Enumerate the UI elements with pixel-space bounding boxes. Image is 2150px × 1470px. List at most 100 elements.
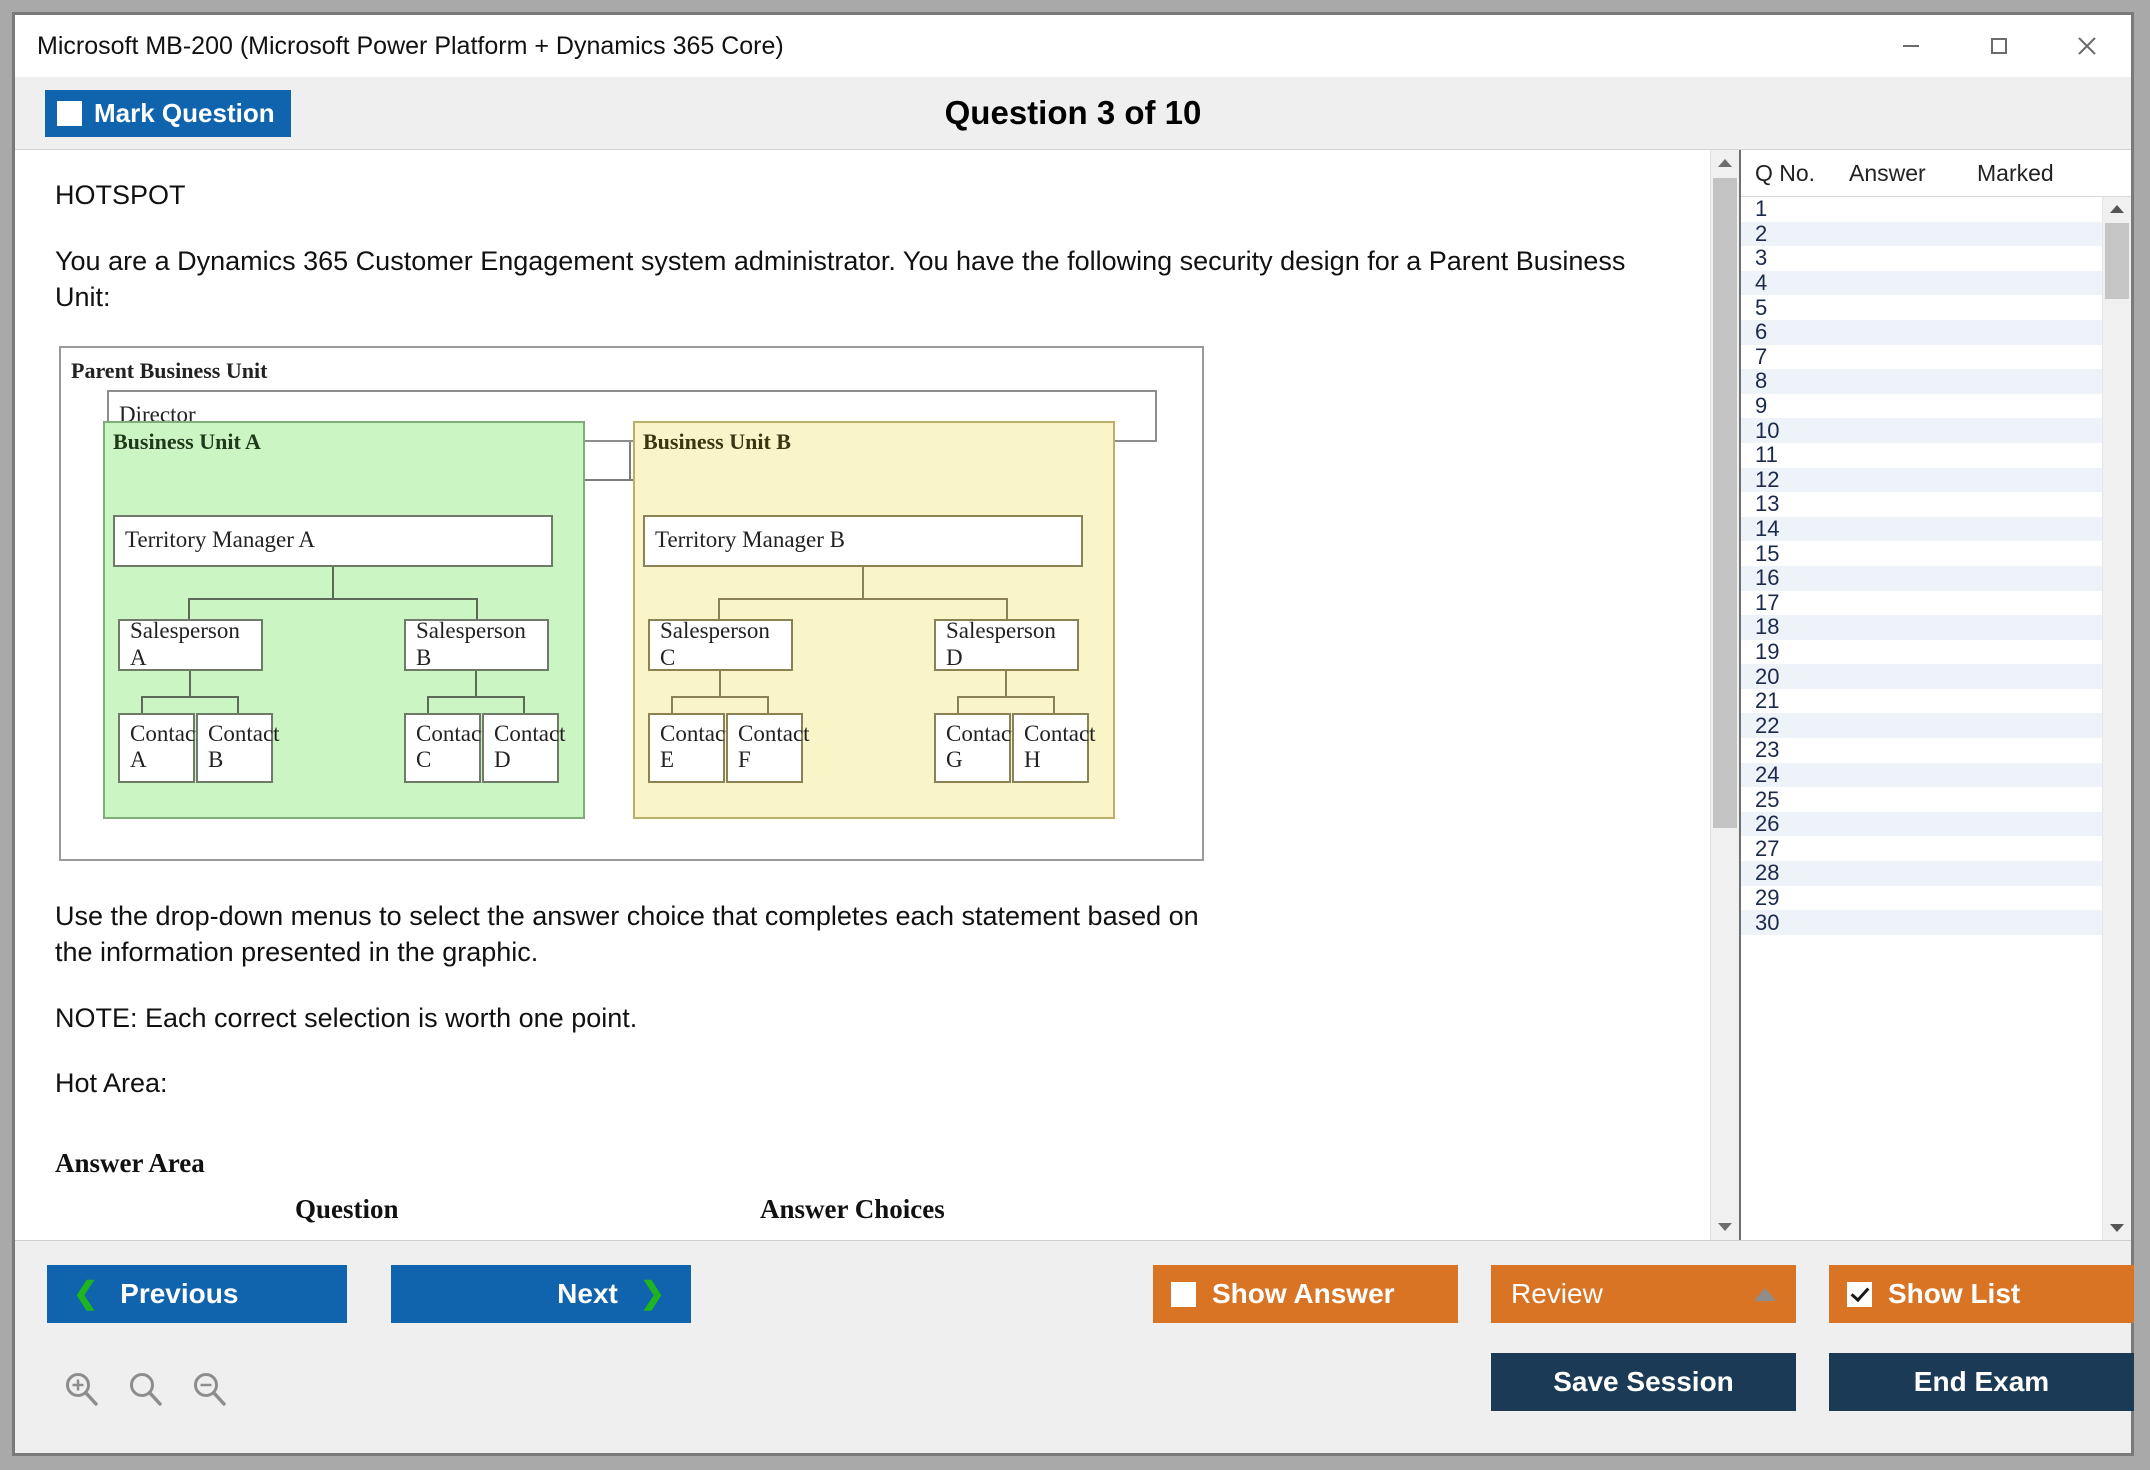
maximize-icon[interactable] [1955,15,2043,77]
show-answer-checkbox[interactable] [1171,1281,1196,1307]
diagram-contact-g: Contact G [934,712,1018,783]
column-q-no: Q No. [1755,159,1816,186]
show-list-checkbox[interactable] [1847,1281,1872,1307]
contact-d-word: Contact [494,720,566,746]
answer-area-columns: Question Answer Choices [55,1192,1670,1238]
question-list-row[interactable]: 12 [1741,467,2102,493]
question-list-row[interactable]: 1 [1741,197,2102,222]
hotspot-label: HOTSPOT [55,180,186,210]
question-list-row[interactable]: 2 [1741,221,2102,247]
question-row-number: 22 [1755,712,1780,738]
connector-tm-a-bus [188,597,478,600]
diagram-contact-c: Contact C [404,712,488,783]
question-list-row[interactable]: 27 [1741,836,2102,861]
next-button[interactable]: Next ❯ [391,1265,691,1323]
contact-e-word: Contact [660,720,732,746]
question-list-row[interactable]: 20 [1741,664,2102,689]
zoom-reset-icon[interactable] [125,1369,167,1416]
question-list-row[interactable]: 14 [1741,516,2102,542]
minimize-icon[interactable] [1867,15,1955,77]
previous-button[interactable]: ❮ Previous [47,1265,347,1323]
question-row-number: 23 [1755,737,1780,763]
connector-tm-b-bus [718,597,1008,600]
contact-f-word: Contact [738,720,810,746]
question-list-row[interactable]: 10 [1741,418,2102,443]
question-list-row[interactable]: 25 [1741,787,2102,812]
qlist-scroll-down-icon[interactable] [2103,1216,2131,1240]
chevron-right-icon: ❯ [639,1277,665,1310]
connector-director-bus [359,478,899,481]
connector-sp-d-stem [1005,670,1007,697]
end-exam-button[interactable]: End Exam [1829,1353,2134,1411]
contact-b-letter: B [208,747,224,773]
question-list-row[interactable]: 16 [1741,565,2102,591]
question-list-row[interactable]: 9 [1741,393,2102,419]
content-scrollbar-thumb[interactable] [1713,178,1737,828]
contact-d-letter: D [494,747,511,773]
question-list-row[interactable]: 23 [1741,737,2102,763]
connector-contact-h-drop [1053,695,1055,714]
close-icon[interactable] [2043,15,2131,77]
question-row-number: 7 [1755,343,1768,369]
question-row-number: 24 [1755,761,1780,787]
question-row-number: 20 [1755,663,1780,689]
mark-question-checkbox[interactable] [57,100,82,126]
zoom-out-icon[interactable] [189,1369,231,1416]
question-list-row[interactable]: 28 [1741,860,2102,886]
question-list-scrollbar-thumb[interactable] [2105,223,2129,299]
title-bar: Microsoft MB-200 (Microsoft Power Platfo… [15,15,2131,77]
scroll-up-icon[interactable] [1711,150,1739,176]
show-list-button[interactable]: Show List [1829,1265,2134,1323]
question-list-row[interactable]: 18 [1741,614,2102,640]
show-list-label: Show List [1888,1278,2021,1309]
contact-a-word: Contact [130,720,202,746]
content-scrollbar[interactable] [1710,150,1739,1240]
question-list-scrollbar[interactable] [2102,197,2131,1240]
question-list-row[interactable]: 11 [1741,442,2102,468]
save-session-label: Save Session [1553,1366,1734,1397]
question-list-row[interactable]: 17 [1741,590,2102,616]
connector-sp-a-bus [141,695,239,698]
question-row-number: 18 [1755,614,1780,640]
question-list-row[interactable]: 19 [1741,639,2102,665]
connector-tm-b-stem [862,566,864,599]
zoom-in-icon[interactable] [61,1369,103,1416]
question-list-row[interactable]: 24 [1741,761,2102,788]
chevron-up-icon [1754,1287,1776,1301]
connector-sp-d-bus [957,695,1055,698]
diagram-contact-e: Contact E [648,712,732,783]
question-row-number: 8 [1755,368,1768,394]
question-note: NOTE: Each correct selection is worth on… [55,1002,638,1033]
question-list-row[interactable]: 15 [1741,541,2102,566]
diagram-salesperson-a: Salesperson A [118,618,263,671]
question-list-row[interactable]: 21 [1741,688,2102,714]
question-list-row[interactable]: 7 [1741,343,2102,370]
question-list-row[interactable]: 4 [1741,270,2102,296]
save-session-button[interactable]: Save Session [1491,1353,1796,1411]
question-list-row[interactable]: 5 [1741,295,2102,320]
question-list-row[interactable]: 8 [1741,368,2102,394]
hot-area-label: Hot Area: [55,1068,168,1099]
body-area: HOTSPOT You are a Dynamics 365 Customer … [15,150,2131,1240]
qlist-scroll-up-icon[interactable] [2103,197,2131,221]
question-list-row[interactable]: 29 [1741,885,2102,911]
question-list-row[interactable]: 30 [1741,910,2102,935]
question-list-row[interactable]: 22 [1741,712,2102,739]
question-list-row[interactable]: 3 [1741,245,2102,271]
scroll-down-icon[interactable] [1711,1214,1739,1240]
mark-question-button[interactable]: Mark Question [45,89,291,137]
question-row-number: 21 [1755,688,1780,714]
question-list-row[interactable]: 13 [1741,491,2102,517]
show-answer-button[interactable]: Show Answer [1153,1265,1458,1323]
diagram-contact-b: Contact B [196,712,280,783]
zoom-controls [61,1369,231,1416]
previous-button-label: Previous [120,1278,239,1309]
contact-a-letter: A [130,747,147,773]
question-list-row[interactable]: 6 [1741,319,2102,345]
column-header-question: Question [295,1194,399,1225]
connector-contact-g-drop [957,695,959,714]
question-list-row[interactable]: 26 [1741,811,2102,837]
review-dropdown-button[interactable]: Review [1491,1265,1796,1323]
